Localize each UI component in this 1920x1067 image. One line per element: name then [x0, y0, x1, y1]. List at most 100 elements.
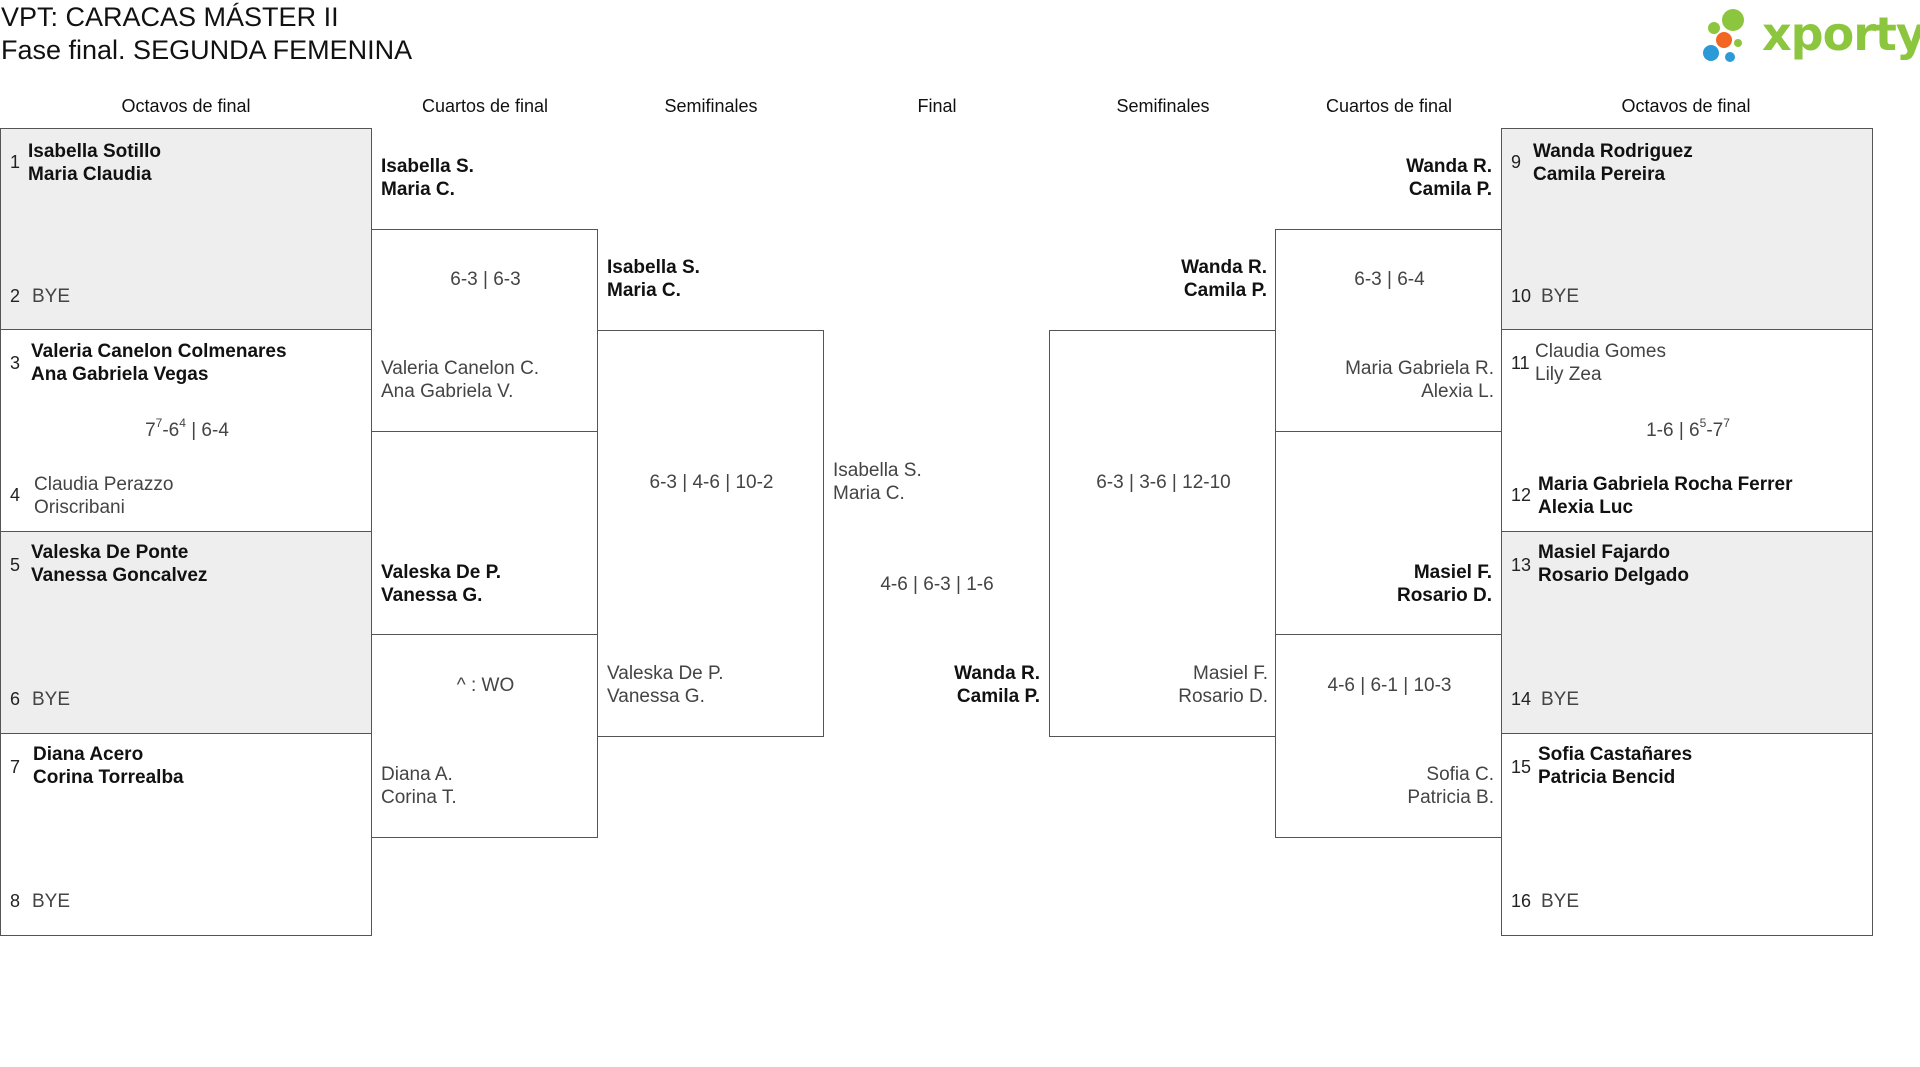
player-name: Alexia Luc [1538, 497, 1634, 518]
seed: 14 [1511, 689, 1532, 709]
player-name: Diana Acero [33, 744, 144, 765]
player-name: Valeska De P. [607, 663, 724, 684]
team-b: Valeria Canelon C.Ana Gabriela V. [381, 357, 539, 403]
player-name: Wanda R. [1181, 257, 1267, 278]
player-name: Ana Gabriela Vegas [31, 364, 209, 385]
player-name: Wanda Rodriguez [1533, 141, 1693, 162]
match-score: 4-6 | 6-1 | 10-3 [1327, 675, 1452, 696]
player-name: Valeska De Ponte [31, 542, 189, 563]
match-sf-2: 6-3 | 3-6 | 12-10 Masiel F.Rosario D. [1049, 330, 1276, 737]
match-score: 6-3 | 6-4 [1354, 269, 1425, 290]
player-name: Camila P. [956, 686, 1040, 707]
seed: 7 [10, 757, 21, 777]
sf2-team-a: Wanda R.Camila P. [1060, 256, 1267, 302]
match-score: 77-64 | 6-4 [145, 416, 229, 441]
player-name: Maria C. [607, 280, 681, 301]
seed: 10 [1511, 286, 1532, 306]
player-name: Claudia Perazzo [34, 474, 174, 495]
player-name: Isabella S. [833, 460, 922, 481]
qf3-team-a: Wanda R.Camila P. [1285, 155, 1492, 201]
player-name: Corina Torrealba [33, 767, 184, 788]
seed: 9 [1511, 152, 1522, 172]
seed: 5 [10, 555, 21, 575]
player-name: Corina T. [381, 787, 457, 808]
match-qf-4: 4-6 | 6-1 | 10-3 Sofia C.Patricia B. [1275, 634, 1502, 838]
match-score: ^ : WO [456, 675, 515, 696]
player-name: Camila P. [1408, 179, 1492, 200]
player-name: Masiel F. [1413, 562, 1492, 583]
event-title: VPT: CARACAS MÁSTER II [1, 2, 339, 32]
sf1-team-a: Isabella S.Maria C. [607, 256, 700, 302]
final-team-b: Wanda R.Camila P. [830, 662, 1040, 708]
header-right-r16: Octavos de final [1621, 96, 1751, 116]
player-name: Claudia Gomes [1535, 341, 1666, 362]
team-b: Masiel F.Rosario D. [1060, 662, 1268, 708]
header-final: Final [917, 96, 957, 116]
team-b-bye: BYE [32, 286, 71, 307]
match-sf-1: 6-3 | 4-6 | 10-2 Valeska De P.Vanessa G. [597, 330, 824, 737]
player-name: Maria Gabriela R. [1345, 358, 1494, 379]
player-name: Vanessa Goncalvez [31, 565, 208, 586]
final-score: 4-6 | 6-3 | 1-6 [880, 574, 994, 595]
match-score: 1-6 | 65-77 [1646, 416, 1730, 441]
seed: 6 [10, 689, 21, 709]
player-name: Maria C. [833, 483, 905, 504]
seed: 11 [1511, 353, 1530, 373]
header-left-r16: Octavos de final [121, 96, 251, 116]
player-name: Diana A. [381, 764, 453, 785]
logo-dots-icon [1703, 9, 1744, 62]
match-score: 6-3 | 6-3 [450, 269, 521, 290]
match-qf-1: 6-3 | 6-3 Valeria Canelon C.Ana Gabriela… [371, 229, 598, 432]
player-name: Patricia B. [1407, 787, 1494, 808]
draw-subtitle: Fase final. SEGUNDA FEMENINA [1, 35, 413, 65]
player-name: Vanessa G. [381, 585, 483, 606]
qf4-team-a: Masiel F.Rosario D. [1285, 561, 1492, 607]
xporty-logo: xporty [1695, 5, 1920, 65]
team-b-bye: BYE [1541, 286, 1580, 307]
player-name: Isabella S. [607, 257, 700, 278]
player-name: Ana Gabriela V. [381, 381, 514, 402]
player-name: Vanessa G. [607, 686, 705, 707]
seed: 12 [1511, 485, 1532, 505]
player-name: Oriscribani [34, 497, 125, 518]
player-name: Wanda R. [954, 663, 1040, 684]
seed: 16 [1511, 891, 1532, 911]
seed: 3 [10, 353, 21, 373]
player-name: Masiel Fajardo [1538, 542, 1670, 563]
match-score: 6-3 | 3-6 | 12-10 [1096, 472, 1231, 493]
header-left-qf: Cuartos de final [421, 96, 549, 116]
header-left-sf: Semifinales [664, 96, 758, 116]
logo-text: xporty [1762, 7, 1920, 61]
player-name: Valeska De P. [381, 562, 502, 583]
seed: 15 [1511, 757, 1532, 777]
player-name: Wanda R. [1406, 156, 1492, 177]
header-right-qf: Cuartos de final [1325, 96, 1453, 116]
match-qf-3: 6-3 | 6-4 Maria Gabriela R.Alexia L. [1275, 229, 1502, 432]
player-name: Rosario D. [1178, 686, 1268, 707]
team-b-bye: BYE [32, 891, 71, 912]
qf2-team-a: Valeska De P.Vanessa G. [381, 561, 501, 607]
player-name: Maria C. [381, 179, 455, 200]
player-name: Camila Pereira [1533, 164, 1666, 185]
player-name: Patricia Bencid [1538, 767, 1676, 788]
qf1-team-a: Isabella S.Maria C. [381, 155, 474, 201]
header-right-sf: Semifinales [1116, 96, 1210, 116]
seed: 2 [10, 286, 21, 306]
